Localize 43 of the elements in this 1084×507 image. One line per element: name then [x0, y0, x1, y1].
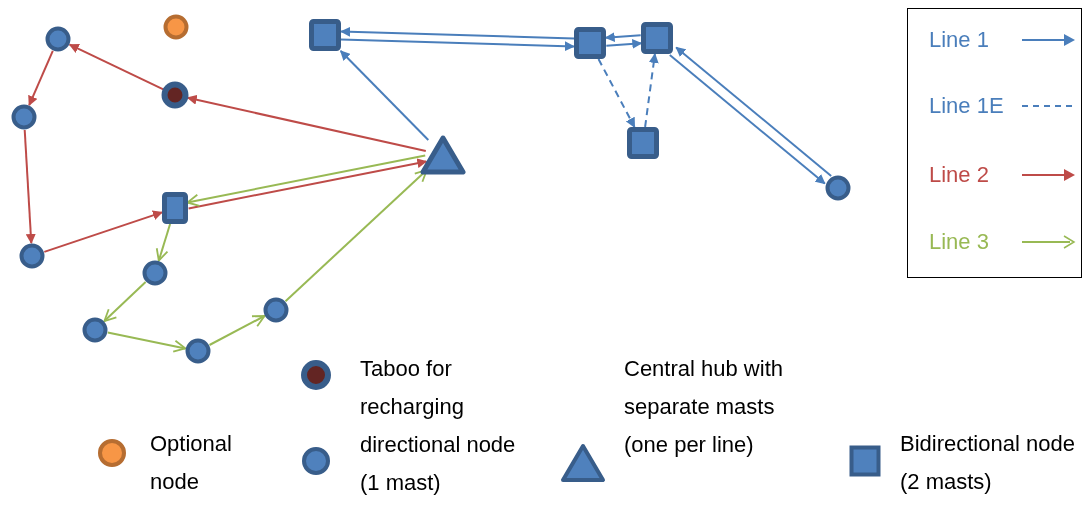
arrow: [339, 50, 430, 141]
arrow: [668, 54, 826, 185]
directional-node-circle: [263, 297, 289, 323]
arrow: [106, 331, 187, 353]
bidirectional-node-square: [309, 19, 341, 51]
optional-node-circle: [163, 14, 189, 40]
bidirectional-node-square: [574, 27, 606, 59]
bidirectional-node-square: [627, 127, 659, 159]
taboo-node-circle: [162, 82, 188, 108]
arrow: [604, 32, 642, 43]
directional-node-circle: [825, 175, 851, 201]
key-text: Central hub with separate masts (one per line): [624, 355, 784, 459]
key-text: Optional node: [150, 430, 233, 496]
bidirectional-node-square: [641, 22, 673, 54]
directional-node-circle: [45, 26, 71, 52]
arrow: [675, 46, 833, 177]
arrow: [186, 94, 427, 153]
arrow: [284, 169, 428, 303]
bidirectional-node-square: [162, 192, 188, 224]
arrow: [155, 223, 172, 262]
arrow: [340, 26, 576, 40]
directional-node-circle: [142, 260, 168, 286]
directional-node-circle: [185, 338, 211, 364]
legend-text: Line 2: [929, 162, 989, 188]
arrow: [103, 281, 147, 322]
arrow: [28, 49, 54, 107]
arrow: [68, 43, 165, 91]
directional-node-circle: [11, 104, 37, 130]
arrow: [43, 210, 163, 253]
arrow: [339, 38, 575, 52]
arrow: [605, 38, 643, 49]
dashed-arrow: [597, 58, 636, 128]
key-text: Taboo for recharging directional node (1 mast): [360, 355, 517, 497]
directional-node-circle: [82, 317, 108, 343]
legend-text: Line 3: [929, 229, 989, 255]
arrow: [23, 129, 36, 244]
dashed-arrow: [644, 53, 659, 128]
legend-text: Line 1: [929, 27, 989, 53]
arrow: [208, 315, 266, 346]
legend-text: Line 1E: [929, 93, 1004, 119]
key-text: Bidirectional node (2 masts): [900, 430, 1076, 496]
central-hub-triangle: [420, 135, 466, 175]
directional-node-circle: [19, 243, 45, 269]
